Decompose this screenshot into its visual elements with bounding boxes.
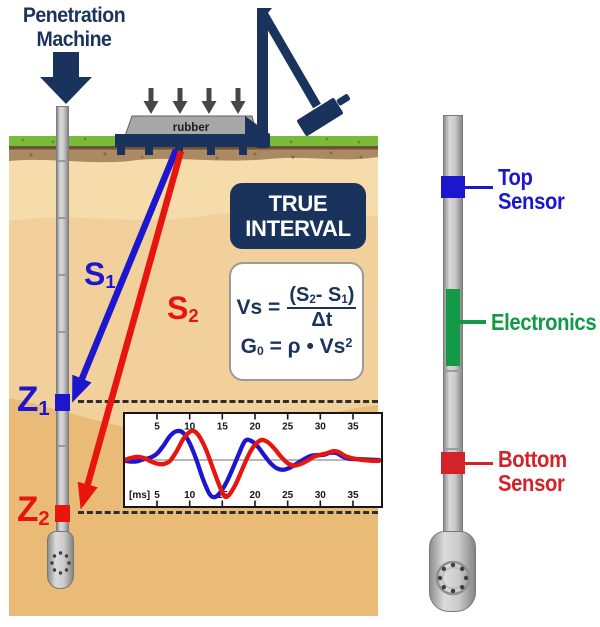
method-title-line1: TRUE [268,190,328,216]
x-tick-label-bottom: 25 [282,490,294,501]
num-p1: (S [289,283,310,306]
rubber-pad-label: rubber [173,122,210,134]
machine-title-line2: Machine [36,27,112,51]
z1-label: Z1 [17,380,50,420]
method-title-box: TRUE INTERVAL [230,183,366,249]
top-sensor-label-line1: Top [498,164,533,190]
vs-denominator: Δt [311,308,333,331]
num-p3: ) [347,283,355,306]
x-tick-label-top: 35 [347,422,359,433]
probe-joint [444,370,462,372]
sensor-face-bolts [437,562,469,594]
g0-expression: G0 = ρ • Vs2 [241,335,353,359]
bottom-sensor-label-line2: Sensor [498,470,565,497]
depth-line-z1 [78,400,378,403]
machine-title-line1: Penetration [22,4,126,27]
x-tick-label-top: 10 [184,422,196,433]
left-top-sensor-marker [55,394,70,411]
red_trace [122,428,382,500]
electronics-label: Electronics [491,309,597,335]
x-tick-label-bottom: 20 [249,490,261,501]
hammer-mechanism [257,8,351,148]
s2-sub: 2 [188,305,199,327]
s2-label: S2 [167,290,199,327]
z1-sub: 1 [38,397,50,420]
penetration-down-arrow-icon [40,52,92,104]
x-tick-label-bottom: 5 [154,490,160,501]
bottom-sensor-label: Bottom Sensor [498,447,567,496]
s1-label: S1 [84,256,116,293]
hammer-handle-nub [336,94,351,106]
z2-base: Z [17,490,39,529]
s1-base: S [84,256,106,292]
x-tick-label-top: 5 [154,422,160,433]
x-tick-label-top: 20 [249,422,261,433]
top-sensor-callout-line [465,185,493,189]
x-tick-label-bottom: 35 [347,490,359,501]
left-probe-body [47,531,74,589]
ms-axis-label: [ms] [129,490,150,501]
bottom-sensor-block [441,452,465,474]
formula-box: Vs = (S2- S1) Δt G0 = ρ • Vs2 [229,262,364,381]
topsoil-band [9,146,378,163]
load-arrows-icon [143,88,246,114]
base-plate [115,116,270,155]
num-s2: 1 [341,292,348,306]
rod-joint [57,445,68,447]
x-tick-label-top: 30 [315,422,327,433]
g-p1: G [240,334,257,358]
g-p2: = ρ • Vs [263,334,346,358]
top-sensor-block [441,176,465,198]
vs-formula: Vs = (S2- S1) Δt [236,283,357,331]
vs-fraction: (S2- S1) Δt [287,283,357,331]
topsoil-line [9,146,378,150]
x-tick-label-bottom: 30 [315,490,327,501]
rod-joint [57,160,68,162]
x-tick-label-bottom: 10 [184,490,196,501]
hammer-arm [259,10,321,109]
x-tick-label-top: 25 [282,422,294,433]
top-sensor-label: Top Sensor [498,165,565,214]
hammer-post [257,8,268,148]
rod-joint [57,217,68,219]
left-bottom-sensor-marker [55,505,70,522]
s2-base: S [167,290,189,326]
s1-sub: 1 [105,271,116,293]
method-title-line2: INTERVAL [245,216,351,241]
g-s1: 0 [256,343,264,358]
num-s1: 2 [309,292,316,306]
top-sensor-label-line2: Sensor [498,188,565,215]
probe-joint [444,448,462,450]
g0-formula: G0 = ρ • Vs2 [241,335,353,359]
left-probe-dots [50,551,71,575]
electronics-block [446,289,460,366]
machine-title: Penetration Machine [5,4,143,51]
hammer-head-icon [297,98,343,136]
electronics-callout-line [460,320,486,324]
s1-wave-arrow [72,148,180,403]
rod-joint [57,274,68,276]
depth-line-z2 [78,511,378,514]
vs-lhs: Vs = [236,295,281,319]
rod-joint [57,331,68,333]
z2-sub: 2 [38,507,50,530]
z2-label: Z2 [17,490,50,530]
g-sup: 2 [345,335,353,350]
z1-base: Z [17,380,39,419]
bottom-sensor-label-line1: Bottom [498,446,567,472]
s2-wave-arrow [77,150,185,510]
vs-numerator: (S2- S1) [287,283,357,309]
bottom-sensor-callout-line [465,461,493,465]
x-tick-label-top: 15 [217,422,229,433]
probe-sensor-face [435,560,471,596]
num-p2: - S [315,283,342,306]
